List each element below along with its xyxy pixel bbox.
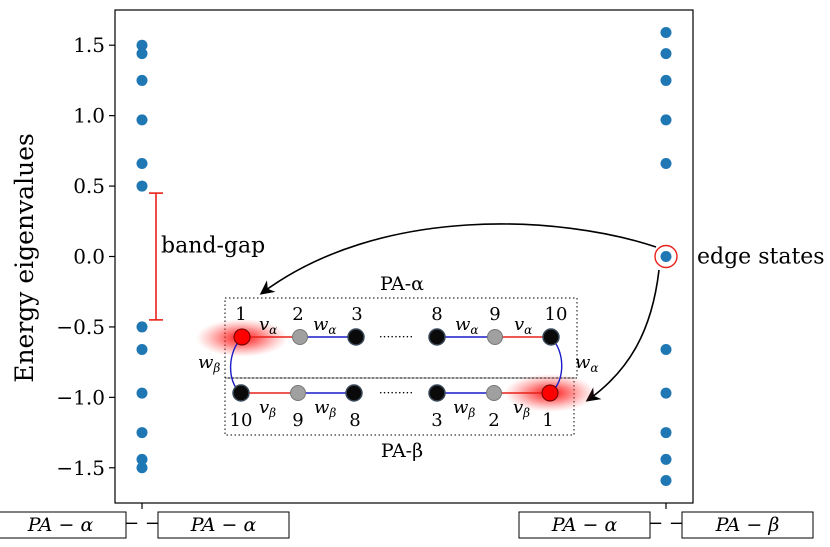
site-top-8 [428, 328, 446, 346]
site-top-1 [233, 328, 251, 346]
data-point [136, 114, 148, 126]
y-tick-label: −1.5 [56, 456, 105, 480]
data-point [136, 39, 148, 51]
y-axis-label: Energy eigenvalues [10, 133, 39, 383]
x-tick-label-dash: − − [648, 513, 684, 534]
x-tick-label-dash: − − [124, 513, 160, 534]
y-tick-label: 1.0 [73, 104, 105, 128]
coupling-bottom-w-right: wβ [453, 397, 475, 420]
site-bottom-9 [290, 385, 306, 401]
edge-arrow-to-bottom-chain [585, 269, 660, 402]
site-label-bottom-1: 1 [542, 410, 553, 431]
data-point [136, 427, 148, 439]
coupling-link-right: wα [575, 352, 599, 375]
site-top-10 [542, 328, 560, 346]
site-bottom-3 [428, 384, 446, 402]
site-label-top-2: 2 [292, 304, 303, 325]
site-bottom-1 [541, 384, 559, 402]
x-tick-label-right: PA − β [715, 514, 780, 536]
data-point [136, 74, 148, 86]
data-point [136, 180, 148, 192]
edge-states-label: edge states [697, 245, 825, 270]
x-label-box-right [157, 511, 290, 539]
x-tick-label-left: PA − α [27, 514, 94, 536]
data-point [660, 453, 672, 465]
site-label-bottom-8: 8 [349, 410, 360, 431]
site-label-top-1: 1 [235, 304, 246, 325]
data-point [136, 453, 148, 465]
edge-arrow-to-top-chain [259, 223, 657, 295]
site-bottom-2 [486, 385, 502, 401]
y-ticks: −1.5 −1.0 −0.5 0.0 0.5 1.0 1.5 [56, 33, 115, 480]
x-label-box-left [0, 511, 127, 539]
data-point [660, 114, 672, 126]
data-point [660, 48, 672, 60]
data-point [136, 321, 148, 333]
coupling-top-w-right: wα [455, 314, 479, 337]
site-bottom-8 [345, 384, 363, 402]
ellipsis-top: ········· [379, 330, 413, 344]
site-bottom-10 [232, 384, 250, 402]
site-top-2 [292, 329, 308, 345]
edge-state-ring [654, 244, 678, 269]
data-point [660, 427, 672, 439]
data-point [660, 251, 672, 262]
y-tick-label: −0.5 [56, 315, 105, 339]
site-top-3 [347, 328, 365, 346]
x-tick-label-right: PA − α [190, 514, 257, 536]
site-label-bottom-3: 3 [431, 410, 442, 431]
y-tick-label: 0.5 [73, 174, 105, 198]
coupling-bottom-v-left: vβ [259, 397, 276, 420]
data-point [660, 158, 672, 170]
band-gap-annotation: band-gap [149, 192, 265, 321]
x-label-box-right [681, 511, 814, 539]
coupling-bottom-w-left: wβ [314, 397, 336, 420]
data-point [660, 343, 672, 355]
coupling-bottom-v-right: vβ [513, 397, 530, 420]
y-tick-label: −1.0 [56, 385, 105, 409]
site-label-top-8: 8 [431, 304, 442, 325]
site-label-top-3: 3 [351, 304, 362, 325]
site-label-bottom-2: 2 [488, 410, 499, 431]
x-tick-label-left: PA − α [551, 514, 618, 536]
site-label-top-9: 9 [489, 304, 500, 325]
data-point [660, 474, 672, 486]
edge-states-annotation: edge states [259, 223, 825, 402]
data-points [136, 27, 672, 486]
coupling-link-left: wβ [198, 352, 220, 375]
site-top-9 [487, 329, 503, 345]
y-tick-label: 0.0 [73, 245, 105, 269]
data-point [136, 48, 148, 60]
data-point [136, 462, 148, 474]
inset-diagram: PA-α PA-β ········· ········· [196, 273, 599, 462]
inset-title-bottom: PA-β [381, 440, 423, 462]
data-point [136, 387, 148, 399]
ellipsis-bottom: ········· [379, 386, 413, 400]
site-label-top-10: 10 [545, 304, 568, 325]
data-point [660, 387, 672, 399]
band-gap-label: band-gap [161, 234, 265, 259]
inset-title-top: PA-α [380, 273, 424, 295]
x-label-box-left [518, 511, 651, 539]
site-label-bottom-9: 9 [292, 410, 303, 431]
coupling-top-w-left: wα [313, 314, 337, 337]
data-point [660, 27, 672, 39]
x-ticks: PA − α − − PA − α PA − α − − PA − β [0, 503, 814, 539]
data-point [660, 74, 672, 86]
coupling-top-v-right: vα [514, 314, 532, 337]
coupling-top-v-left: vα [259, 314, 277, 337]
data-point [136, 343, 148, 355]
data-point [136, 158, 148, 170]
y-tick-label: 1.5 [73, 33, 105, 57]
site-label-bottom-10: 10 [230, 410, 253, 431]
